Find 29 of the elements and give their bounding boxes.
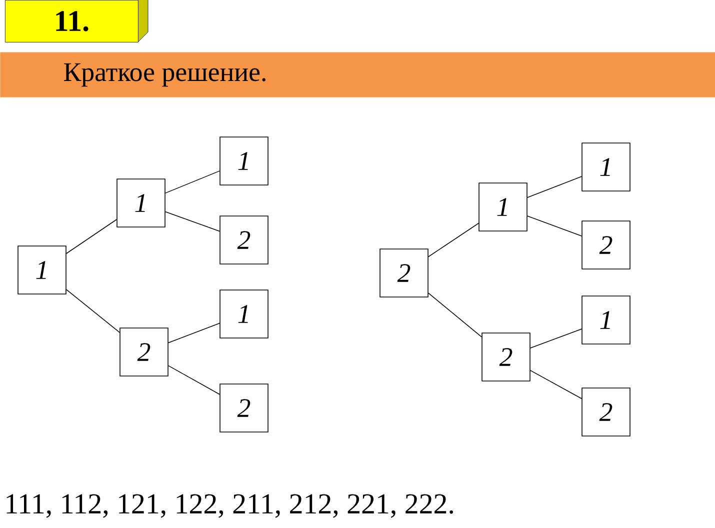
- connector-line: [428, 222, 479, 258]
- connector-line: [165, 170, 220, 194]
- number-box: 1: [18, 246, 66, 294]
- number-box: 2: [220, 384, 268, 432]
- number-box: 2: [482, 332, 530, 382]
- number-box: 2: [582, 220, 630, 270]
- connector-line: [428, 292, 482, 338]
- connector-line: [66, 219, 117, 254]
- number-box: 2: [582, 388, 630, 436]
- connector-line: [66, 289, 120, 333]
- connector-line: [530, 328, 582, 348]
- number-badge: 11.: [5, 0, 148, 42]
- heading-band: Краткое решение.: [0, 52, 715, 98]
- connector-line: [168, 322, 220, 344]
- connector-line: [527, 176, 582, 198]
- number-box: 2: [120, 328, 168, 376]
- connector-line: [527, 216, 582, 236]
- number-box: 1: [582, 142, 630, 192]
- answer-text: 111, 112, 121, 122, 211, 212, 221, 222.: [6, 494, 454, 518]
- number-box: 1: [220, 136, 268, 186]
- connector-line: [165, 211, 220, 232]
- number-box: 1: [116, 178, 166, 228]
- number-box: 1: [220, 290, 268, 338]
- connector-line: [530, 370, 582, 399]
- connector-line: [168, 365, 220, 395]
- number-box: 1: [478, 182, 528, 232]
- number-box: 1: [582, 296, 630, 344]
- number-box: 2: [380, 248, 428, 298]
- number-box: 2: [220, 216, 268, 264]
